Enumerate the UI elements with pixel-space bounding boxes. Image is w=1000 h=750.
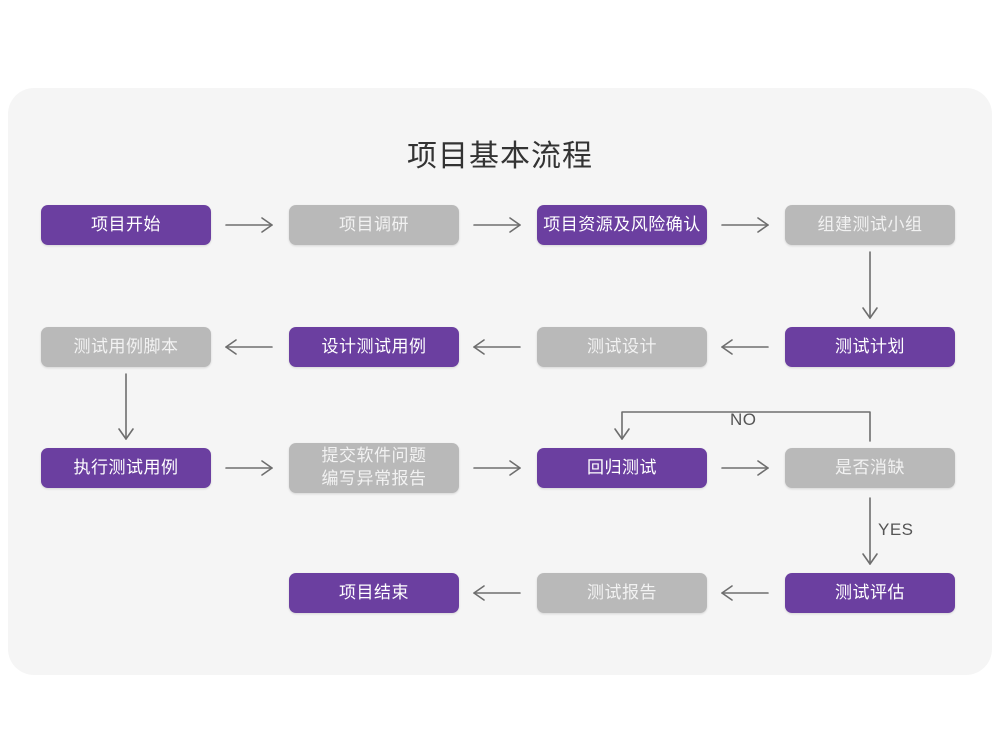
node-label: 项目开始 <box>91 214 161 235</box>
node-execute-test-cases[interactable]: 执行测试用例 <box>41 448 211 488</box>
node-label: 测试报告 <box>587 582 657 603</box>
node-label: 项目调研 <box>339 214 409 235</box>
node-project-start[interactable]: 项目开始 <box>41 205 211 245</box>
node-label: 测试用例脚本 <box>73 336 179 357</box>
node-test-case-script[interactable]: 测试用例脚本 <box>41 327 211 367</box>
node-submit-defects-report[interactable]: 提交软件问题 编写异常报告 <box>289 443 459 493</box>
node-form-test-team[interactable]: 组建测试小组 <box>785 205 955 245</box>
node-label: 执行测试用例 <box>73 457 179 478</box>
page-title: 项目基本流程 <box>407 139 593 174</box>
node-label: 设计测试用例 <box>321 336 427 357</box>
node-test-evaluation[interactable]: 测试评估 <box>785 573 955 613</box>
node-project-end[interactable]: 项目结束 <box>289 573 459 613</box>
node-label: 项目资源及风险确认 <box>543 214 701 235</box>
node-test-plan[interactable]: 测试计划 <box>785 327 955 367</box>
node-project-research[interactable]: 项目调研 <box>289 205 459 245</box>
node-label: 测试计划 <box>835 336 905 357</box>
node-defects-cleared-decision[interactable]: 是否消缺 <box>785 448 955 488</box>
node-label: 测试设计 <box>587 336 657 357</box>
node-label: 是否消缺 <box>835 457 905 478</box>
node-regression-test[interactable]: 回归测试 <box>537 448 707 488</box>
node-label: 提交软件问题 编写异常报告 <box>321 446 427 489</box>
node-label: 组建测试小组 <box>817 214 923 235</box>
edge-label-no: NO <box>730 410 757 429</box>
edge-label-yes: YES <box>878 520 914 539</box>
node-label: 测试评估 <box>835 582 905 603</box>
node-test-report[interactable]: 测试报告 <box>537 573 707 613</box>
node-resource-risk-confirm[interactable]: 项目资源及风险确认 <box>537 205 707 245</box>
node-design-test-cases[interactable]: 设计测试用例 <box>289 327 459 367</box>
node-label: 回归测试 <box>587 457 657 478</box>
node-label: 项目结束 <box>339 582 409 603</box>
node-test-design[interactable]: 测试设计 <box>537 327 707 367</box>
